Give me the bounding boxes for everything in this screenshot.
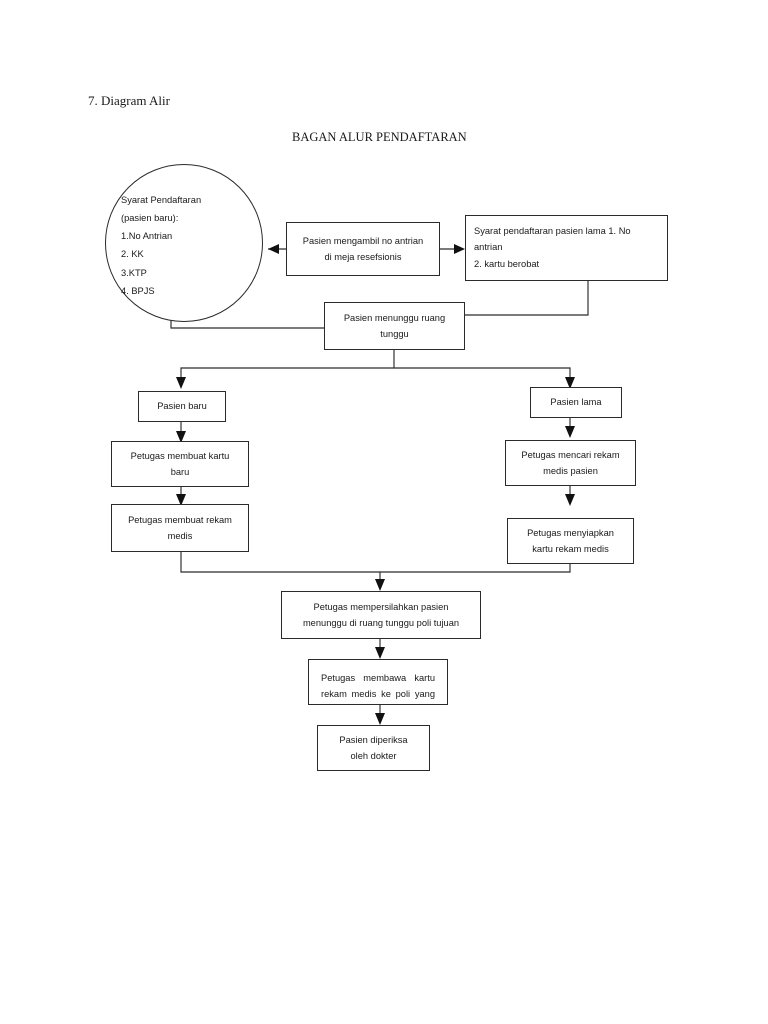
node-petugas-membuat-kartu-baru: Petugas membuat kartu baru (111, 441, 249, 487)
node-petugas-menyiapkan-kartu-rekam-medis: Petugas menyiapkan kartu rekam medis (507, 518, 634, 564)
node-label-line1: Petugas membawa kartu (321, 673, 435, 683)
node-petugas-membawa-kartu-rekam-medis: Petugas membawa kartu rekam medis ke pol… (308, 659, 448, 705)
node-label-line1: Petugas membuat rekam (128, 514, 232, 525)
node-pasien-mengambil-no-antrian: Pasien mengambil no antrian di meja rese… (286, 222, 440, 276)
node-label-line1: Syarat pendaftaran pasien lama 1. No ant… (474, 226, 631, 253)
node-syarat-pendaftaran-pasien-lama: Syarat pendaftaran pasien lama 1. No ant… (465, 215, 668, 281)
node-pasien-lama: Pasien lama (530, 387, 622, 418)
node-pasien-diperiksa-oleh-dokter: Pasien diperiksa oleh dokter (317, 725, 430, 771)
node-label-line1: Petugas menyiapkan (527, 527, 614, 538)
node-label-line2: rekam medis ke poli yang (321, 689, 435, 700)
node-label-line2: kartu rekam medis (532, 544, 609, 554)
node-label-line2: medis pasien (543, 466, 598, 476)
node-syarat-pendaftaran-pasien-baru: Syarat Pendaftaran (pasien baru): 1.No A… (105, 164, 263, 322)
node-pasien-baru: Pasien baru (138, 391, 226, 422)
node-label-line2: tunggu (380, 329, 409, 339)
node-label-line1: Petugas mencari rekam (521, 449, 620, 460)
node-label: Syarat Pendaftaran (pasien baru): 1.No A… (121, 195, 202, 296)
node-label-line2: 2. kartu berobat (474, 258, 540, 269)
node-label: Pasien lama (550, 397, 602, 408)
node-label-line2: baru (170, 467, 190, 477)
node-label: Pasien baru (157, 401, 207, 412)
section-heading: 7. Diagram Alir (88, 93, 170, 108)
node-label-line2: di meja resefsionis (324, 252, 402, 262)
node-label-line1: Pasien diperiksa (339, 734, 408, 745)
node-petugas-membuat-rekam-medis: Petugas membuat rekam medis (111, 504, 249, 552)
node-pasien-menunggu-ruang-tunggu: Pasien menunggu ruang tunggu (324, 302, 465, 350)
node-label-line1: Petugas mempersilahkan pasien (313, 601, 449, 612)
node-label-line1: Petugas membuat kartu (130, 450, 230, 461)
node-label-line2: menunggu di ruang tunggu poli tujuan (302, 618, 460, 628)
node-petugas-mencari-rekam-medis-pasien: Petugas mencari rekam medis pasien (505, 440, 636, 486)
node-label-line2: medis (167, 531, 193, 541)
node-label-line2: oleh dokter (350, 751, 397, 761)
node-label-line1: Pasien mengambil no antrian (302, 235, 424, 246)
chart-title: BAGAN ALUR PENDAFTARAN (292, 130, 467, 144)
node-label-line1: Pasien menunggu ruang (343, 312, 446, 323)
node-petugas-mempersilahkan-pasien: Petugas mempersilahkan pasien menunggu d… (281, 591, 481, 639)
